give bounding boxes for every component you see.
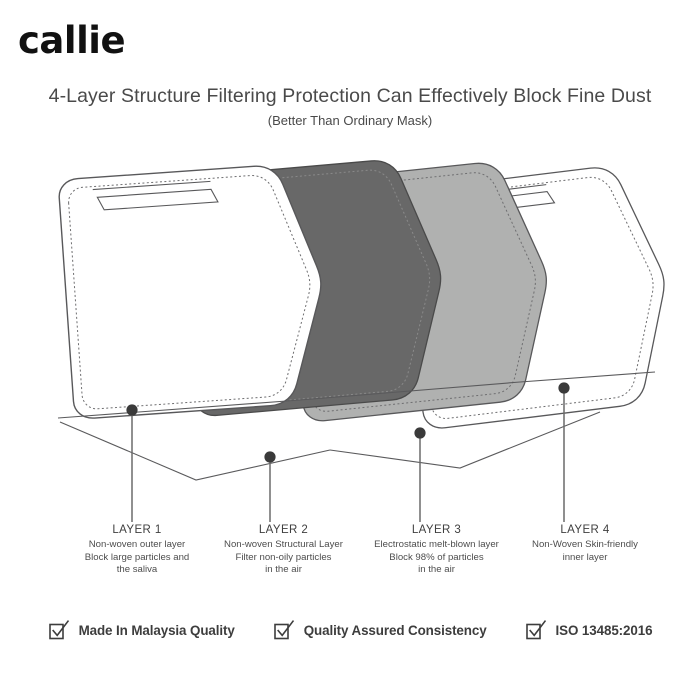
layer-1-line-3: the saliva (116, 564, 158, 575)
layer-caption-4: LAYER 4 Non-Woven Skin-friendly inner la… (500, 524, 670, 564)
callout-dot-layer-3 (414, 427, 426, 439)
badge-iso-certification: ISO 13485:2016 (525, 618, 653, 642)
badge-made-in-malaysia: Made In Malaysia Quality (48, 618, 235, 642)
layer-1-line-2: Block large particles and (84, 551, 190, 563)
layer-caption-3: LAYER 3 Electrostatic melt-blown layer B… (344, 524, 529, 577)
mask-layer-1-shape (57, 161, 330, 421)
callout-dots (126, 382, 570, 463)
badge-label-iso-certification: ISO 13485:2016 (555, 622, 653, 638)
mask-fold-lines (57, 371, 656, 481)
layer-caption-1: LAYER 1 Non-woven outer layer Block larg… (52, 524, 222, 577)
layer-3-line-1: Electrostatic melt-blown layer (374, 539, 499, 550)
checkbox-check-icon (48, 620, 69, 640)
callout-leader-lines (131, 388, 565, 522)
layer-3-line-2: Block 98% of particles (389, 551, 484, 563)
page-subtitle: (Better Than Ordinary Mask) (267, 113, 433, 128)
layer-4-line-2: inner layer (562, 551, 608, 563)
page-title: 4-Layer Structure Filtering Protection C… (48, 85, 652, 107)
checkbox-check-icon (525, 620, 546, 640)
checkbox-check-icon (273, 620, 294, 640)
layer-2-line-2: Filter non-oily particles (235, 551, 332, 563)
certification-badges: Made In Malaysia Quality Quality Assured… (0, 618, 700, 642)
layer-1-line-1: Non-woven outer layer (88, 539, 186, 550)
callout-dot-layer-1 (126, 404, 138, 416)
layer-4-title: LAYER 4 (560, 524, 610, 536)
brand-logo: callie (18, 19, 126, 62)
layer-3-line-3: in the air (418, 564, 455, 575)
layer-2-line-1: Non-woven Structural Layer (224, 539, 343, 550)
layer-3-title: LAYER 3 (411, 524, 462, 536)
badge-label-made-in-malaysia: Made In Malaysia Quality (78, 622, 235, 638)
callout-dot-layer-4 (558, 382, 570, 394)
layer-2-line-3: in the air (265, 564, 302, 575)
layer-2-title: LAYER 2 (258, 524, 309, 536)
callout-dot-layer-2 (264, 451, 276, 463)
nose-wire-strip-layer-1 (96, 188, 219, 211)
layer-caption-2: LAYER 2 Non-woven Structural Layer Filte… (196, 524, 371, 577)
badge-label-quality-assured: Quality Assured Consistency (303, 622, 487, 638)
mask-layers-illustration (0, 150, 700, 550)
badge-quality-assured: Quality Assured Consistency (273, 618, 487, 642)
layer-4-line-1: Non-Woven Skin-friendly (532, 539, 638, 550)
layer-1-title: LAYER 1 (112, 524, 162, 536)
